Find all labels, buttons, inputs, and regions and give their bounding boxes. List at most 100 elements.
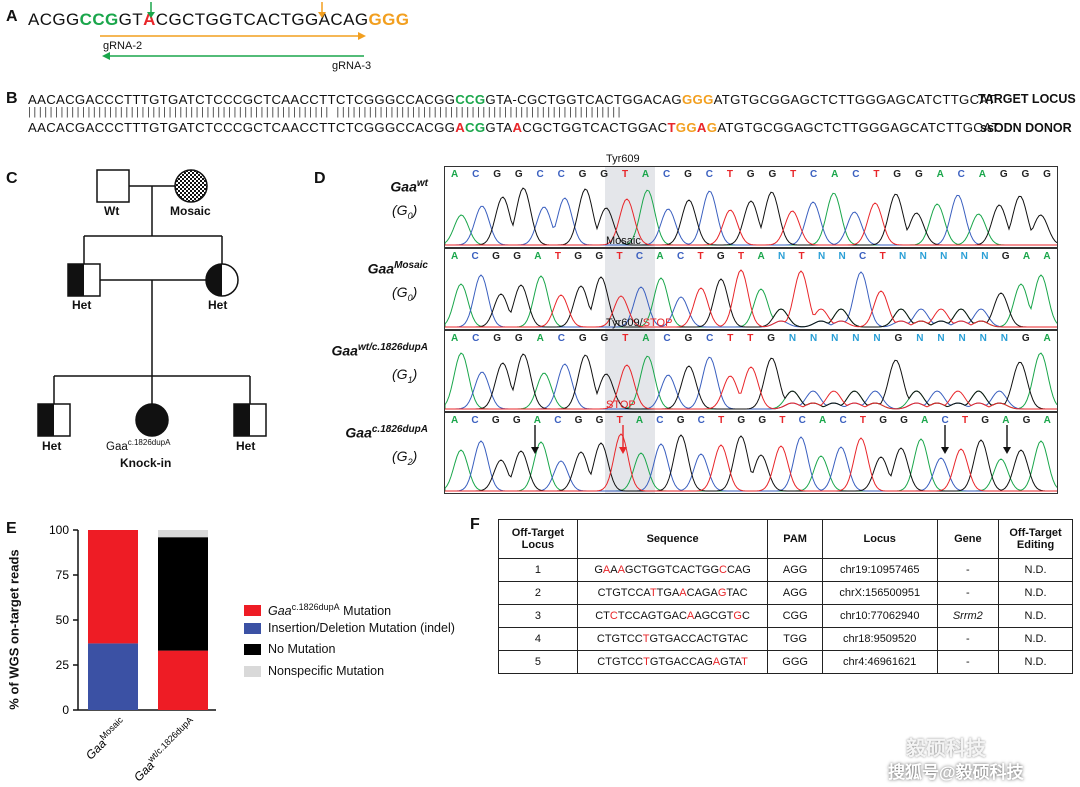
base-call: G	[493, 333, 502, 344]
panel-label-f: F	[470, 516, 480, 533]
table-cell-n: 5	[498, 650, 578, 674]
base-call: C	[798, 415, 806, 426]
table-header-cell: Locus	[821, 519, 938, 559]
base-call: C	[941, 415, 949, 426]
base-call: N	[916, 333, 924, 344]
chromatogram-title: Mosaic	[606, 235, 641, 247]
base-call: G	[716, 251, 725, 262]
table-cell-edit: N.D.	[998, 558, 1073, 582]
panel-label-e: E	[6, 520, 17, 537]
trace-t	[445, 198, 1057, 246]
table-cell-locus: chrX:156500951	[821, 581, 938, 605]
base-call: N	[960, 251, 968, 262]
table-cell-locus: chr18:9509520	[821, 627, 938, 651]
grna-target-sequence: ACGGCCGGTACGCTGGTCACTGGACAGGGG	[28, 10, 409, 30]
y-tick-label: 75	[56, 568, 70, 582]
base-call: T	[961, 415, 969, 426]
seq-segment: ACGG	[28, 10, 80, 29]
base-call: C	[705, 169, 713, 180]
base-call: G	[1021, 333, 1030, 344]
ssodn-donor-label: ssODN DONOR	[980, 121, 1072, 135]
base-call: N	[919, 251, 927, 262]
base-call: N	[940, 251, 948, 262]
table-cell-gene: -	[936, 581, 1000, 605]
base-call: C	[471, 415, 479, 426]
alignment-bars: ||||||||||||||||||||||||||||||||||||||||…	[28, 106, 624, 118]
base-call: N	[817, 251, 826, 262]
genotype-label: Gaawt/c.1826dupA	[331, 342, 429, 359]
trace-c	[445, 356, 1057, 410]
trace-t	[445, 364, 1057, 410]
base-call: G	[1021, 169, 1030, 180]
base-call: C	[663, 169, 671, 180]
het-label-1: Het	[72, 298, 92, 312]
mutation-arrow-head	[531, 447, 539, 454]
base-call: A	[641, 169, 650, 180]
legend-item-indel: Insertion/Deletion Mutation (indel)	[244, 621, 455, 635]
base-call: C	[656, 415, 664, 426]
knockin-label: Knock-in	[120, 456, 172, 470]
table-cell-pam: GGG	[767, 650, 823, 674]
seq-segment: GT	[118, 10, 144, 29]
bar-segment	[88, 643, 138, 710]
codon-highlight	[605, 167, 655, 247]
base-call: G	[914, 169, 923, 180]
trace-t	[445, 269, 1057, 328]
base-call: C	[810, 169, 818, 180]
base-call: T	[859, 415, 866, 426]
base-call: G	[900, 415, 908, 426]
base-call: C	[706, 333, 714, 344]
codon-highlight	[605, 331, 655, 411]
table-header-cell: Sequence	[576, 519, 769, 559]
seq-segment: GTA	[485, 120, 513, 135]
base-call: G	[684, 169, 692, 180]
base-call: C	[472, 169, 480, 180]
table-cell-pam: AGG	[767, 558, 823, 582]
trace-a	[445, 274, 1057, 328]
table-cell-gene: -	[936, 627, 1000, 651]
seq-segment: GGG	[368, 10, 410, 29]
table-header-cell: Gene	[936, 519, 1000, 559]
base-call: N	[852, 333, 860, 344]
table-cell-gene: -	[936, 650, 1000, 674]
trace-g	[445, 434, 1057, 492]
chromatogram-title: Tyr609/STOP	[606, 317, 673, 329]
base-call: A	[757, 251, 765, 262]
table-cell-gene: -	[936, 558, 1000, 582]
base-call: T	[616, 251, 623, 262]
base-call: G	[578, 169, 587, 180]
table-cell-locus: chr19:10957465	[821, 558, 938, 582]
base-call: C	[663, 333, 671, 344]
base-call: C	[471, 251, 479, 262]
watermark-line1: 毅硕科技	[906, 738, 986, 760]
panel-label-d: D	[314, 170, 326, 187]
base-call: N	[1000, 333, 1008, 344]
bar-segment	[158, 530, 208, 538]
base-call: A	[1043, 251, 1051, 262]
table-cell-edit: N.D.	[998, 581, 1073, 605]
table-header-cell: Off-Target Locus	[498, 519, 578, 559]
trace-a	[445, 352, 1057, 410]
base-call: G	[492, 251, 500, 262]
base-call: N	[873, 333, 881, 344]
table-cell-n: 2	[498, 581, 578, 605]
table-cell-edit: N.D.	[998, 650, 1073, 674]
trace-t	[445, 433, 1057, 492]
grna2-label: gRNA-2	[103, 40, 143, 52]
base-call: A	[451, 251, 459, 262]
seq-segment: ATGTGCGGAGCTCTTGGGAGCATCTTGCAT	[717, 120, 1000, 135]
base-call: T	[738, 251, 745, 262]
base-call: T	[726, 169, 733, 180]
base-call: C	[557, 333, 565, 344]
category-label: GaaMosaic	[82, 714, 130, 762]
base-call: G	[999, 169, 1008, 180]
seq-segment: CCG	[79, 10, 119, 29]
base-call: T	[718, 415, 725, 426]
